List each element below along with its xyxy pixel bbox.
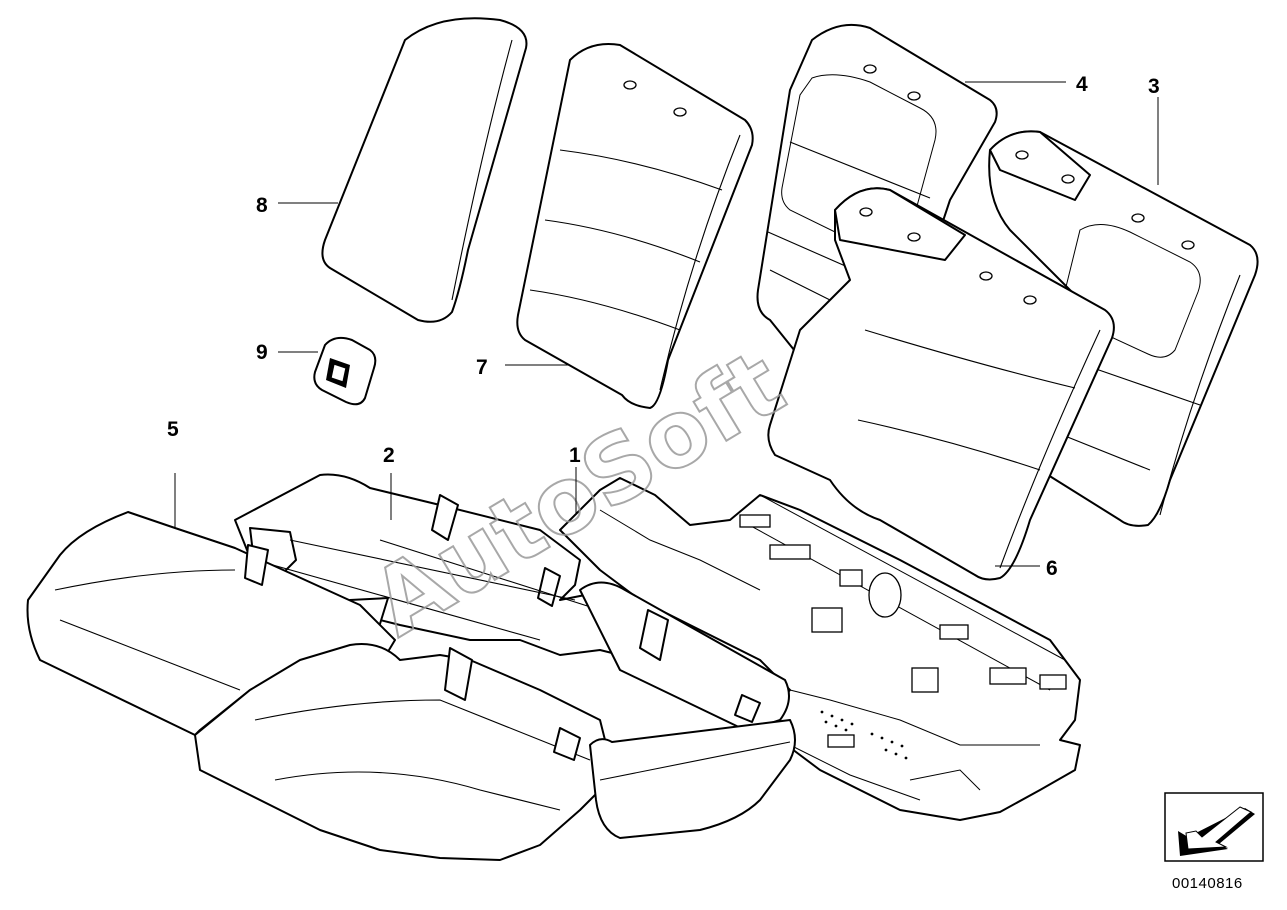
leader-lines — [174, 81, 1159, 567]
callout-label-6: 6 — [1046, 557, 1058, 580]
seat-frame-part[interactable] — [559, 477, 1081, 821]
callout-label-7: 7 — [476, 356, 488, 379]
reference-number: 00140816 — [1172, 875, 1243, 892]
seat-cushion-rear-part[interactable] — [234, 473, 790, 732]
callout-label-9: 9 — [256, 341, 268, 364]
callout-label-3: 3 — [1148, 75, 1160, 98]
emblem-cover-part[interactable] — [313, 336, 377, 406]
callout-label-5: 5 — [167, 418, 179, 441]
callout-label-4: 4 — [1076, 73, 1088, 96]
vent-pattern — [820, 710, 908, 760]
forward-arrow-icon — [1178, 806, 1255, 856]
seat-cushion-front-part[interactable] — [26, 511, 796, 861]
direction-arrow-box — [1164, 792, 1264, 862]
callout-label-1: 1 — [569, 444, 581, 467]
backrest-left-part[interactable] — [516, 43, 754, 409]
side-bolster-part[interactable] — [321, 17, 528, 323]
callout-label-2: 2 — [383, 444, 395, 467]
callout-label-8: 8 — [256, 194, 268, 217]
backrest-center-part[interactable] — [767, 187, 1115, 581]
